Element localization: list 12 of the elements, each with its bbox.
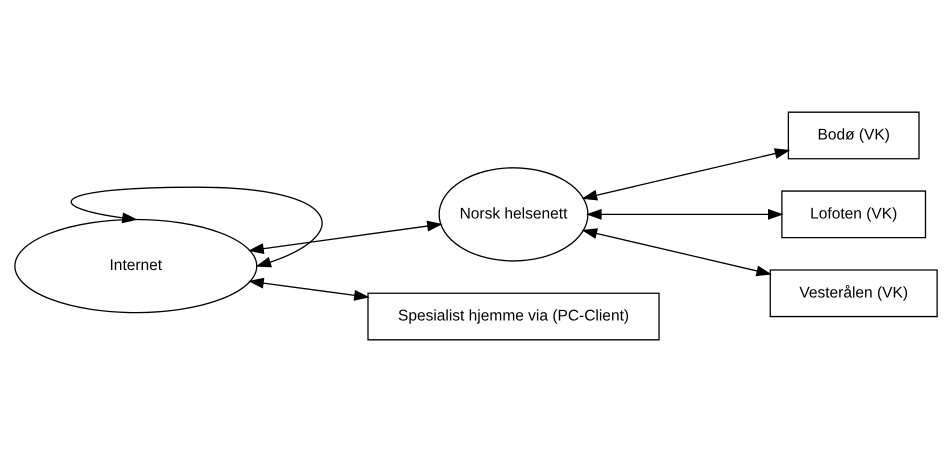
node-box: Bodø (VK): [788, 111, 920, 159]
arrow: [582, 228, 772, 276]
node-ellipse: Norsk helsenett: [438, 166, 589, 262]
arrow: [72, 186, 322, 267]
arrow: [586, 208, 784, 220]
node-box: Vesterålen (VK): [770, 268, 938, 317]
node-box: Spesialist hjemme via (PC-Client): [367, 292, 660, 340]
arrow: [248, 277, 370, 300]
arrow: [582, 148, 790, 200]
node-box: Lofoten (VK): [781, 190, 926, 238]
arrow: [248, 220, 443, 254]
node-ellipse: Internet: [14, 218, 258, 313]
